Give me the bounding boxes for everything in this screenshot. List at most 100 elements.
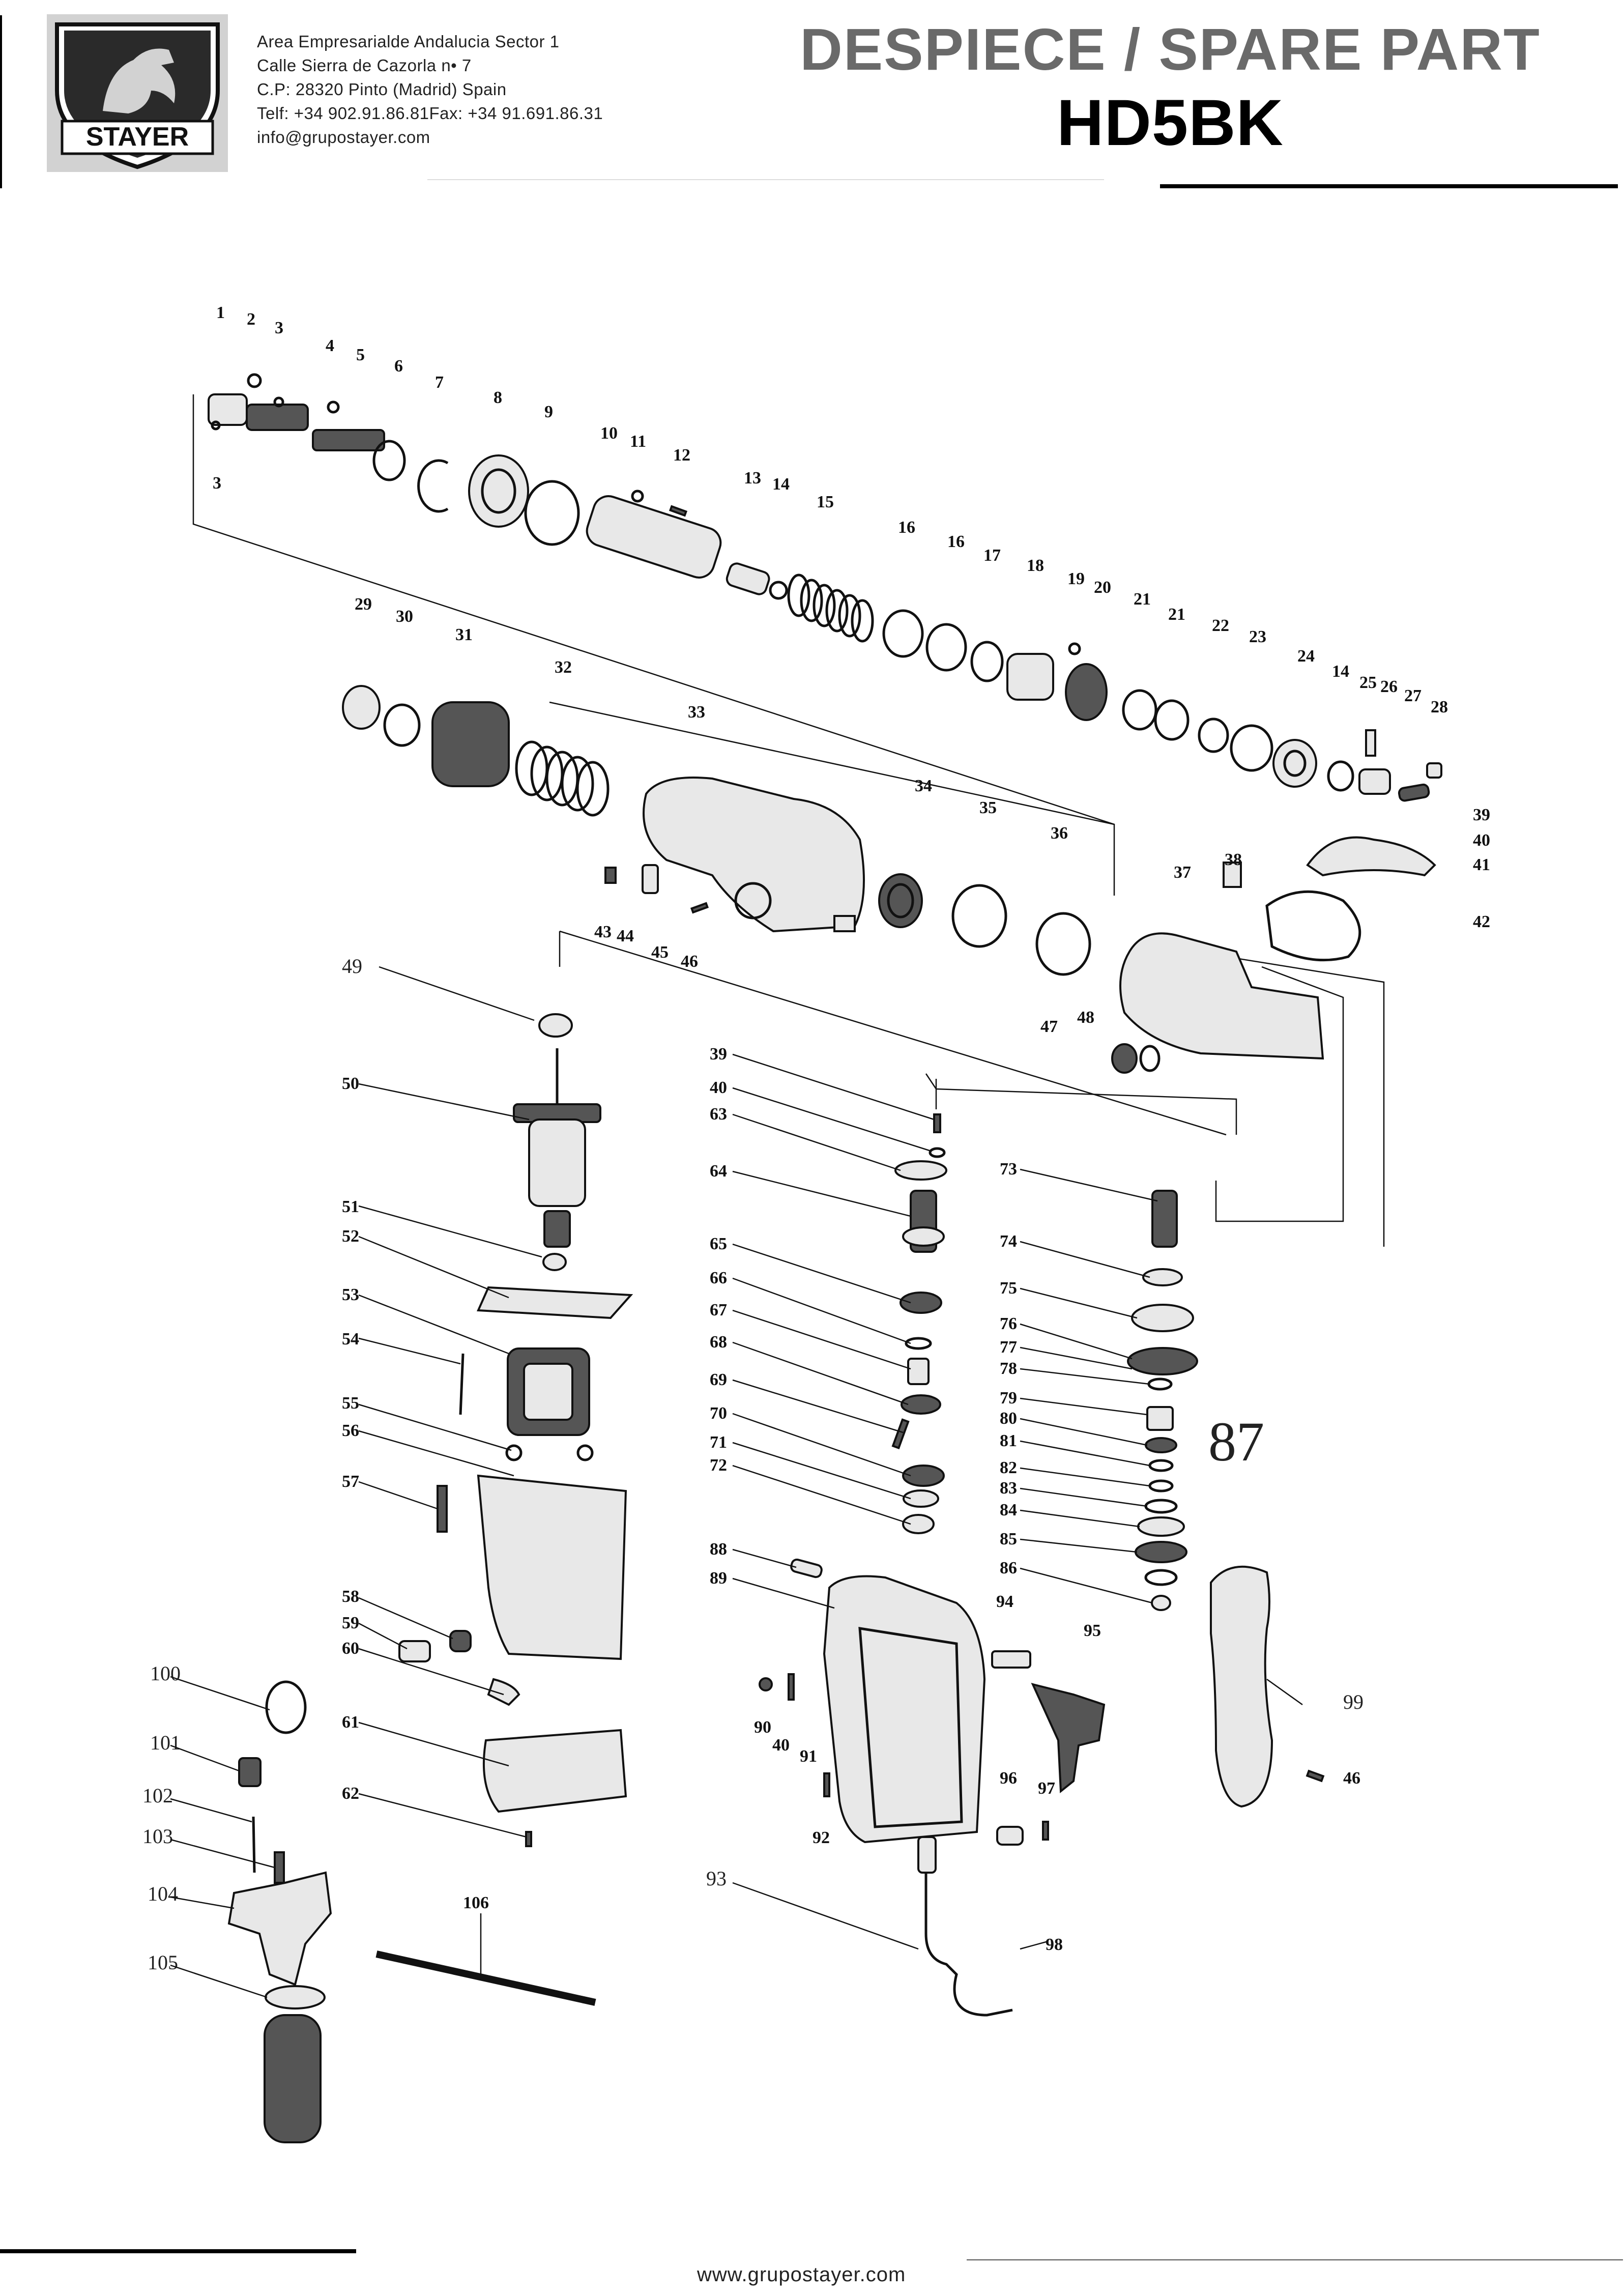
part-label: 93 — [706, 1867, 727, 1890]
part-label: 14 — [772, 475, 790, 494]
horse-shield-icon: STAYER — [55, 22, 220, 169]
part-label: 92 — [813, 1828, 830, 1847]
stayer-logo: STAYER — [47, 14, 228, 172]
part-label: 31 — [455, 625, 473, 644]
part-label: 86 — [1000, 1559, 1017, 1577]
part-label: 56 — [342, 1421, 359, 1440]
part-label: 49 — [342, 955, 362, 978]
part-label: 44 — [617, 927, 634, 945]
part-label: 27 — [1404, 686, 1422, 705]
part-label: 91 — [800, 1747, 817, 1766]
part-label: 40 — [1473, 831, 1490, 850]
part-label: 29 — [355, 595, 372, 614]
part-label: 102 — [142, 1784, 173, 1807]
part-label: 77 — [1000, 1338, 1017, 1357]
part-label: 18 — [1027, 556, 1044, 575]
part-label: 64 — [710, 1162, 727, 1181]
part-label: 22 — [1212, 616, 1229, 635]
part-label: 8 — [494, 388, 502, 407]
part-label: 47 — [1040, 1017, 1058, 1036]
part-label: 34 — [915, 777, 932, 795]
part-label: 57 — [342, 1472, 359, 1491]
address-line-2: Calle Sierra de Cazorla n• 7 — [257, 56, 472, 75]
part-label: 50 — [342, 1074, 359, 1093]
part-label: 10 — [600, 424, 618, 443]
part-label: 39 — [1473, 806, 1490, 824]
part-label: 90 — [754, 1718, 771, 1737]
switch-parts — [1127, 1190, 1198, 1611]
part-label: 19 — [1067, 569, 1085, 588]
part-label: 33 — [688, 703, 705, 722]
part-label: 40 — [710, 1078, 727, 1097]
part-label: 53 — [342, 1285, 359, 1304]
part-label: 75 — [1000, 1279, 1017, 1298]
part-label: 63 — [710, 1105, 727, 1124]
part-label: 66 — [710, 1269, 727, 1287]
part-label: 36 — [1051, 824, 1068, 843]
part-label: 48 — [1077, 1008, 1094, 1027]
part-label: 40 — [772, 1736, 790, 1755]
part-label: 25 — [1359, 673, 1377, 692]
footer-website: www.grupostayer.com — [697, 2263, 906, 2286]
part-label: 99 — [1343, 1690, 1364, 1713]
part-label: 46 — [1343, 1769, 1360, 1788]
part-label: 79 — [1000, 1389, 1017, 1408]
part-label: 6 — [394, 357, 403, 376]
header-rule — [1160, 184, 1618, 188]
gear-parts — [759, 1113, 1013, 2017]
part-label: 51 — [342, 1197, 359, 1216]
part-label: 11 — [630, 432, 646, 451]
part-label: 58 — [342, 1587, 359, 1606]
part-label: 55 — [342, 1394, 359, 1413]
part-label: 15 — [817, 493, 834, 511]
spring-15 — [787, 573, 874, 643]
part-label: 43 — [594, 923, 612, 941]
part-label: 106 — [463, 1893, 489, 1912]
part-label: 42 — [1473, 912, 1490, 931]
part-label: 67 — [710, 1301, 727, 1319]
part-label: 96 — [1000, 1769, 1017, 1788]
part-label: 41 — [1473, 855, 1490, 874]
part-label: 94 — [996, 1592, 1013, 1611]
address-line-1: Area Empresarialde Andalucia Sector 1 — [257, 32, 560, 51]
part-label: 13 — [744, 469, 761, 487]
part-label: 82 — [1000, 1458, 1017, 1477]
part-label: 20 — [1094, 578, 1111, 597]
part-label: 7 — [435, 373, 444, 392]
part-label: 60 — [342, 1639, 359, 1658]
part-label: 45 — [651, 943, 669, 962]
part-label: 1 — [216, 303, 225, 322]
part-label: 46 — [681, 952, 698, 971]
part-label: 85 — [1000, 1530, 1017, 1548]
part-label: 97 — [1038, 1779, 1055, 1798]
part-label: 98 — [1046, 1935, 1063, 1954]
part-label: 9 — [544, 403, 553, 421]
model-number: HD5BK — [1057, 87, 1284, 159]
part-label: 17 — [983, 546, 1001, 565]
part-label: 39 — [710, 1045, 727, 1064]
part-label: 16 — [898, 518, 915, 537]
part-label: 61 — [342, 1713, 359, 1732]
part-label: 103 — [142, 1825, 173, 1848]
part-label: 16 — [947, 532, 965, 551]
part-label: 76 — [1000, 1314, 1017, 1333]
part-label: 78 — [1000, 1359, 1017, 1378]
part-label: 24 — [1297, 647, 1315, 666]
part-label: 95 — [1084, 1621, 1101, 1640]
spring-32 — [515, 740, 610, 817]
part-label: 52 — [342, 1227, 359, 1246]
part-label: 73 — [1000, 1160, 1017, 1179]
part-label: 23 — [1249, 627, 1266, 646]
part-label: 72 — [710, 1456, 727, 1475]
part-label: 3 — [275, 319, 283, 337]
part-label: 2 — [247, 310, 255, 329]
part-label: 38 — [1225, 850, 1242, 869]
part-label: 65 — [710, 1235, 727, 1253]
part-label: 80 — [1000, 1409, 1017, 1428]
part-label: 68 — [710, 1333, 727, 1352]
part-label: 70 — [710, 1404, 727, 1423]
handle-parts — [991, 1565, 1325, 1846]
part-label: 12 — [673, 446, 690, 465]
part-label: 30 — [396, 607, 413, 626]
